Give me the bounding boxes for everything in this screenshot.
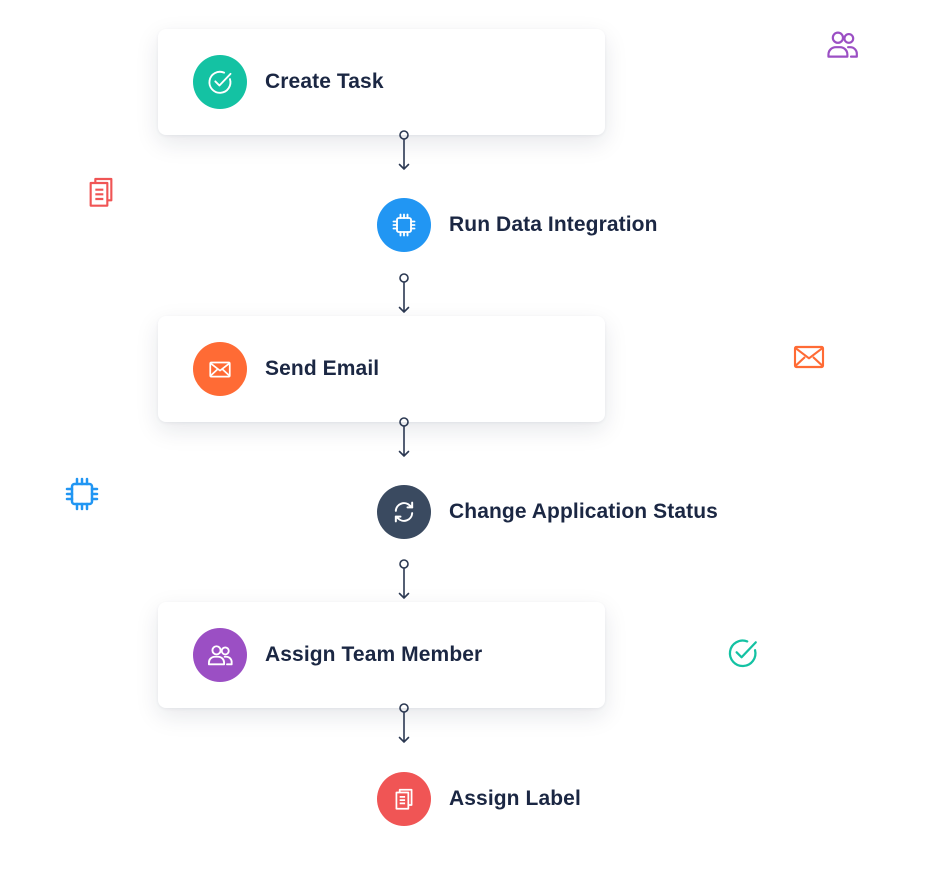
connector-arrow [398, 273, 410, 314]
step-assign-team-member[interactable]: Assign Team Member [193, 628, 482, 682]
connector-arrow [398, 130, 410, 171]
check-circle-icon [728, 639, 757, 668]
chip-icon [377, 198, 431, 252]
connector-arrow [398, 417, 410, 458]
chip-icon [65, 477, 99, 511]
step-label: Create Task [265, 70, 384, 93]
step-label: Send Email [265, 357, 380, 380]
step-label: Assign Label [449, 787, 581, 810]
mail-icon [793, 345, 825, 369]
connector-arrow [398, 703, 410, 744]
step-label: Run Data Integration [449, 213, 658, 236]
documents-icon [377, 772, 431, 826]
users-icon [193, 628, 247, 682]
documents-icon [89, 177, 113, 207]
users-icon [827, 31, 858, 58]
step-send-email[interactable]: Send Email [193, 342, 379, 396]
step-label: Change Application Status [449, 500, 718, 523]
step-run-data-integration[interactable]: Run Data Integration [377, 198, 658, 252]
check-circle-icon [193, 55, 247, 109]
connector-arrow [398, 559, 410, 600]
refresh-icon [377, 485, 431, 539]
step-assign-label[interactable]: Assign Label [377, 772, 581, 826]
step-create-task[interactable]: Create Task [193, 55, 384, 109]
mail-icon [193, 342, 247, 396]
step-change-application-status[interactable]: Change Application Status [377, 485, 718, 539]
step-label: Assign Team Member [265, 643, 483, 666]
